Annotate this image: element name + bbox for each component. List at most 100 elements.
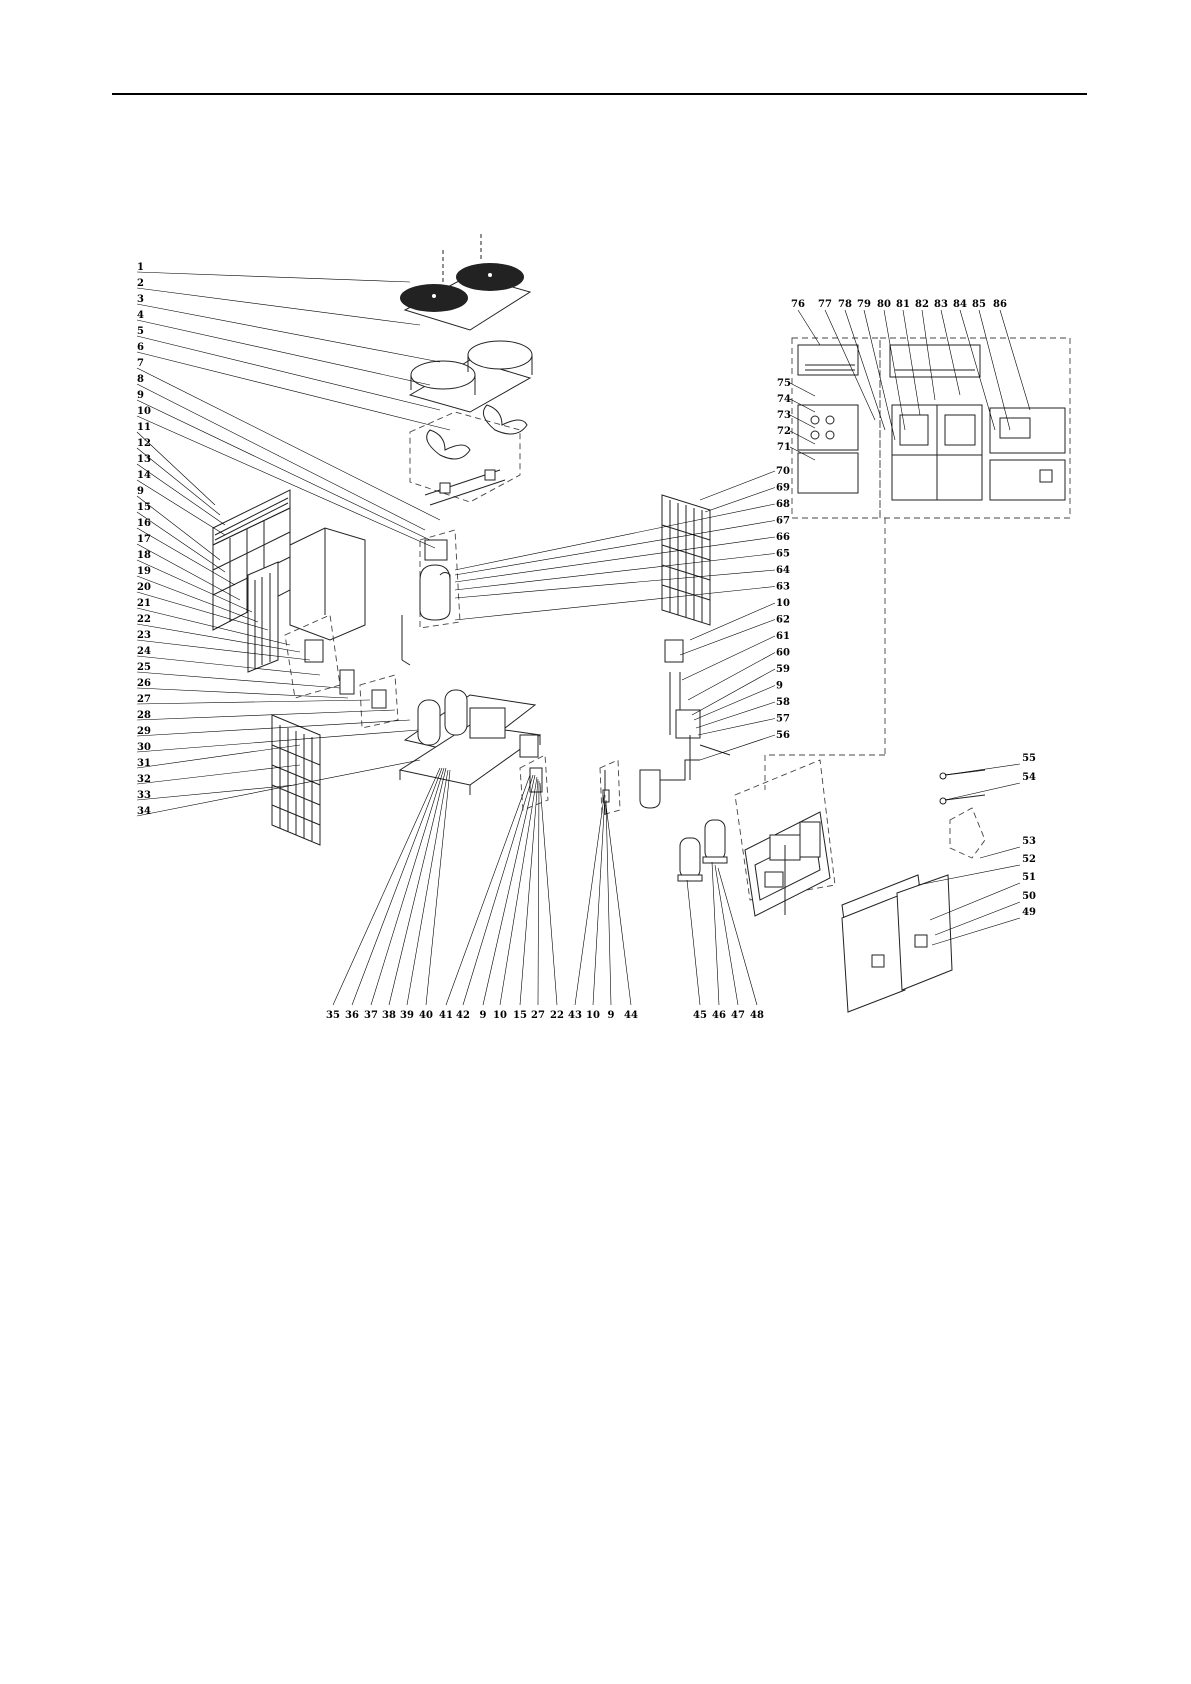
label-right-69: 69 <box>776 483 790 494</box>
leader-line <box>455 587 775 621</box>
leader-line <box>455 570 775 598</box>
label-right-60: 60 <box>776 648 790 659</box>
leader-line <box>446 775 530 1005</box>
label-left-32: 32 <box>137 774 151 785</box>
electrical-box <box>745 812 830 916</box>
label-bottom-15: 15 <box>513 1010 527 1021</box>
label-lower-right-55: 55 <box>1022 753 1036 764</box>
center-pipework <box>402 540 450 665</box>
label-bottom-39: 39 <box>400 1010 414 1021</box>
leader-line <box>575 790 605 1005</box>
label-bottom-36: 36 <box>345 1010 359 1021</box>
label-bottom-44: 44 <box>624 1010 638 1021</box>
label-lower-right-53: 53 <box>1022 836 1036 847</box>
leader-line <box>137 352 450 430</box>
label-control-72: 72 <box>777 426 791 437</box>
leader-line <box>715 865 738 1005</box>
label-right-56: 56 <box>776 730 790 741</box>
label-control-75: 75 <box>777 378 791 389</box>
label-left-28: 28 <box>137 710 151 721</box>
label-right-64: 64 <box>776 565 790 576</box>
leader-line <box>700 471 775 500</box>
label-left-20: 20 <box>137 582 151 593</box>
right-grill-assembly <box>662 495 710 625</box>
leader-line <box>137 640 310 660</box>
leader-line <box>692 669 775 715</box>
label-top-78: 78 <box>838 299 852 310</box>
label-left-27: 27 <box>137 694 151 705</box>
label-right-57: 57 <box>776 714 790 725</box>
label-bottom-41: 41 <box>439 1010 453 1021</box>
leader-line <box>918 865 1020 885</box>
leader-line <box>137 576 258 622</box>
leader-line <box>798 310 820 345</box>
leader-line <box>945 783 1020 800</box>
leader-line <box>137 288 420 325</box>
label-left-8: 8 <box>137 374 144 385</box>
control-boards <box>798 345 1065 500</box>
label-control-71: 71 <box>777 442 791 453</box>
leader-line <box>137 710 395 720</box>
label-lower-right-54: 54 <box>1022 772 1036 783</box>
label-left-19: 19 <box>137 566 151 577</box>
leader-line <box>483 775 535 1005</box>
label-right-70: 70 <box>776 466 790 477</box>
label-right-59: 59 <box>776 664 790 675</box>
label-lower-right-49: 49 <box>1022 907 1036 918</box>
leader-line <box>606 805 631 1005</box>
label-right-61: 61 <box>776 631 790 642</box>
leader-line <box>945 764 1020 775</box>
leader-line <box>694 686 775 721</box>
label-right-66: 66 <box>776 532 790 543</box>
label-top-76: 76 <box>791 299 805 310</box>
label-left-31: 31 <box>137 758 151 769</box>
label-bottom-38: 38 <box>382 1010 396 1021</box>
label-left-5: 5 <box>137 326 144 337</box>
label-top-85: 85 <box>972 299 986 310</box>
leader-line <box>500 777 537 1005</box>
leader-line <box>407 770 448 1005</box>
label-bottom-45: 45 <box>693 1010 707 1021</box>
leader-line <box>455 537 775 582</box>
label-bottom-9: 9 <box>608 1010 615 1021</box>
left-coil-assembly <box>213 490 386 845</box>
label-control-74: 74 <box>777 394 791 405</box>
label-left-33: 33 <box>137 790 151 801</box>
leader-line <box>455 521 775 576</box>
label-left-15: 15 <box>137 502 151 513</box>
label-left-16: 16 <box>137 518 151 529</box>
leader-line <box>705 488 775 513</box>
leader-line <box>700 735 775 760</box>
leader-line <box>137 416 435 548</box>
leader-line <box>1000 310 1030 410</box>
leader-line <box>980 847 1020 858</box>
label-bottom-37: 37 <box>364 1010 378 1021</box>
label-bottom-40: 40 <box>419 1010 433 1021</box>
leader-line <box>682 636 775 680</box>
label-bottom-47: 47 <box>731 1010 745 1021</box>
label-right-65: 65 <box>776 549 790 560</box>
label-left-4: 4 <box>137 310 144 321</box>
label-left-7: 7 <box>137 358 144 369</box>
label-left-29: 29 <box>137 726 151 737</box>
leader-line <box>137 400 430 540</box>
label-left-11: 11 <box>137 422 151 433</box>
leader-line <box>137 560 252 612</box>
leader-line <box>352 768 442 1005</box>
top-panel-assembly <box>400 234 532 505</box>
label-control-73: 73 <box>777 410 791 421</box>
leader-line <box>137 304 440 362</box>
label-top-82: 82 <box>915 299 929 310</box>
label-left-21: 21 <box>137 598 151 609</box>
label-left-2: 2 <box>137 278 144 289</box>
label-left-13: 13 <box>137 454 151 465</box>
leader-line <box>455 554 775 591</box>
leader-line <box>137 272 410 282</box>
label-left-34: 34 <box>137 806 151 817</box>
label-left-23: 23 <box>137 630 151 641</box>
label-left-30: 30 <box>137 742 151 753</box>
label-right-63: 63 <box>776 582 790 593</box>
label-bottom-10: 10 <box>493 1010 507 1021</box>
leader-line <box>606 800 611 1005</box>
label-left-17: 17 <box>137 534 151 545</box>
